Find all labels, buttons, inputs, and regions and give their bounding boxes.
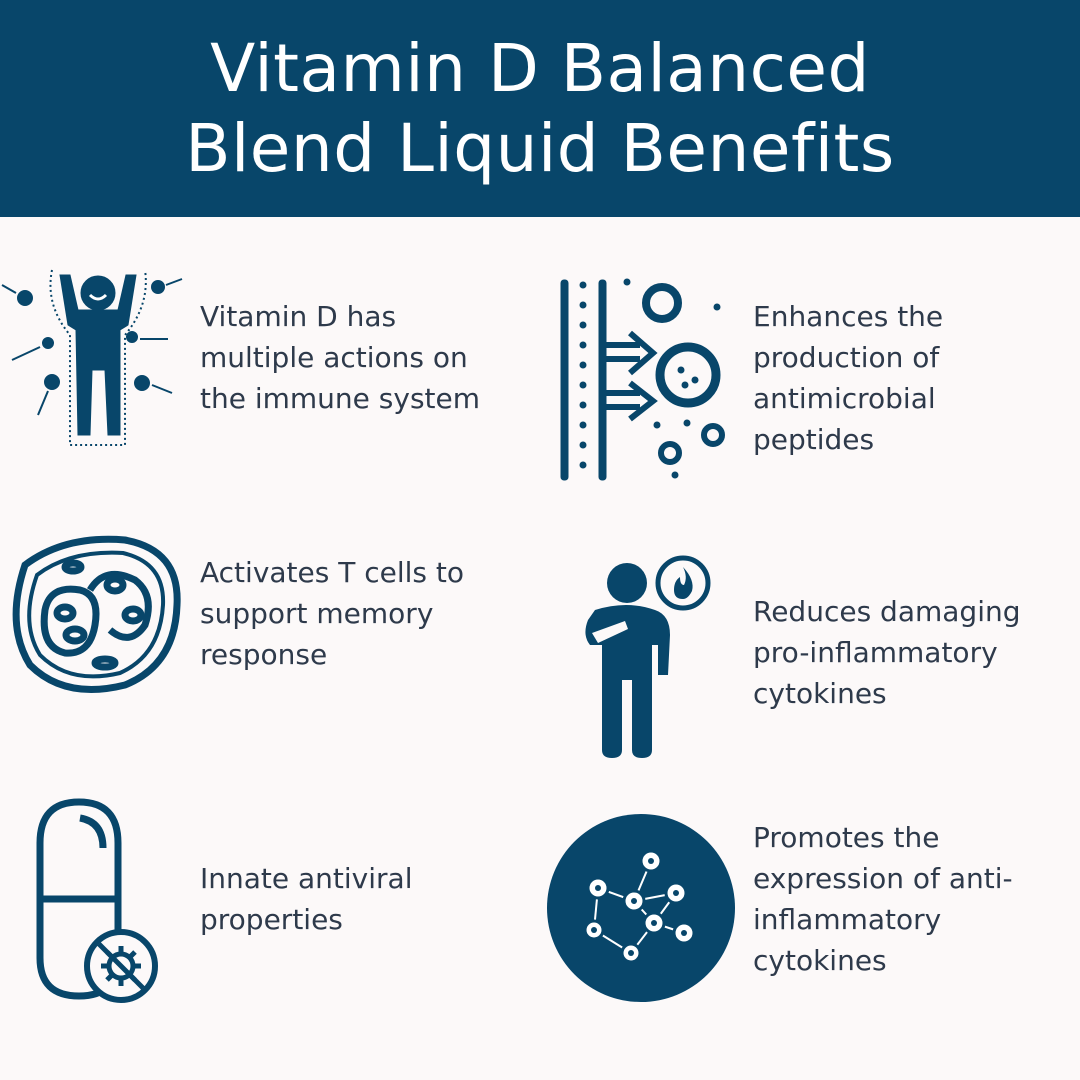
- benefit-text-immune: Vitamin D has multiple actions on the im…: [200, 300, 481, 415]
- benefit-text-anti-inflammatory: Promotes the expression of anti- inflamm…: [753, 821, 1013, 977]
- immune-person-icon: [1, 269, 183, 446]
- header-banner: Vitamin D Balanced Blend Liquid Benefits: [0, 0, 1080, 217]
- molecule-network-icon: [547, 814, 735, 1002]
- benefit-text-antiviral: Innate antiviral properties: [200, 862, 413, 936]
- title-line-1: Vitamin D Balanced: [210, 29, 870, 107]
- antimicrobial-barrier-icon: [560, 278, 725, 481]
- inflamed-person-icon: [585, 555, 711, 758]
- benefit-text-antimicrobial: Enhances the production of antimicrobial…: [753, 300, 944, 456]
- benefit-text-pro-inflammatory: Reduces damaging pro-inflammatory cytoki…: [753, 595, 1021, 710]
- benefit-text-t-cells: Activates T cells to support memory resp…: [200, 556, 465, 671]
- page-title: Vitamin D Balanced Blend Liquid Benefits: [185, 29, 895, 189]
- title-line-2: Blend Liquid Benefits: [185, 109, 895, 187]
- antiviral-capsule-icon: [36, 798, 158, 1003]
- t-cell-icon: [12, 535, 181, 693]
